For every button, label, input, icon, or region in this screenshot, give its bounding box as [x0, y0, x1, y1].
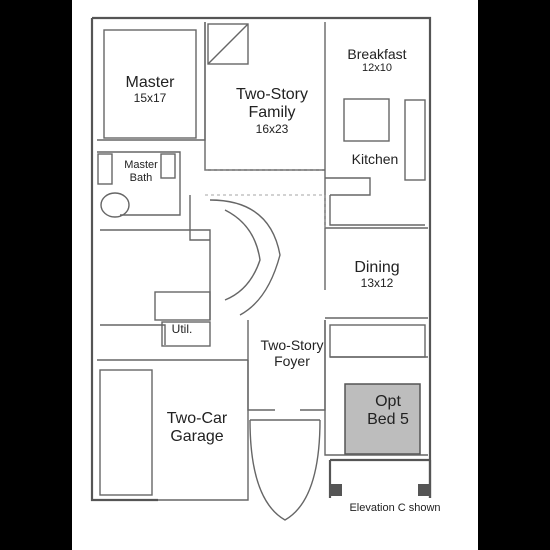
- porch-columns: [330, 484, 430, 496]
- dining-size: 13x12: [360, 276, 394, 291]
- floor-plan-drawing: [90, 16, 432, 521]
- garage-label: Two-Car Garage: [166, 410, 228, 446]
- master-bath-label: Master Bath: [124, 159, 158, 184]
- kitchen-label: Kitchen: [351, 151, 399, 167]
- master-size: 15x17: [133, 91, 167, 106]
- dashed-lines: [205, 169, 326, 228]
- exterior-walls: [90, 16, 432, 502]
- elevation-caption: Elevation C shown: [349, 502, 441, 514]
- breakfast-label: Breakfast 12x10: [337, 46, 417, 75]
- util-label: Util.: [171, 322, 193, 336]
- bed5-label: Opt Bed 5: [367, 393, 409, 429]
- family-label: Two-Story Family 16x23: [222, 86, 322, 137]
- family-size: 16x23: [255, 121, 289, 136]
- dining-label: Dining 13x12: [337, 259, 417, 291]
- master-label: Master 15x17: [110, 74, 190, 106]
- floor-plan: Master 15x17 Master Bath Two-Story Famil…: [72, 0, 478, 550]
- master-name: Master: [125, 74, 175, 91]
- foyer-label: Two-Story Foyer: [260, 337, 324, 370]
- breakfast-size: 12x10: [362, 62, 392, 75]
- opt-bed5-fill: [344, 383, 421, 455]
